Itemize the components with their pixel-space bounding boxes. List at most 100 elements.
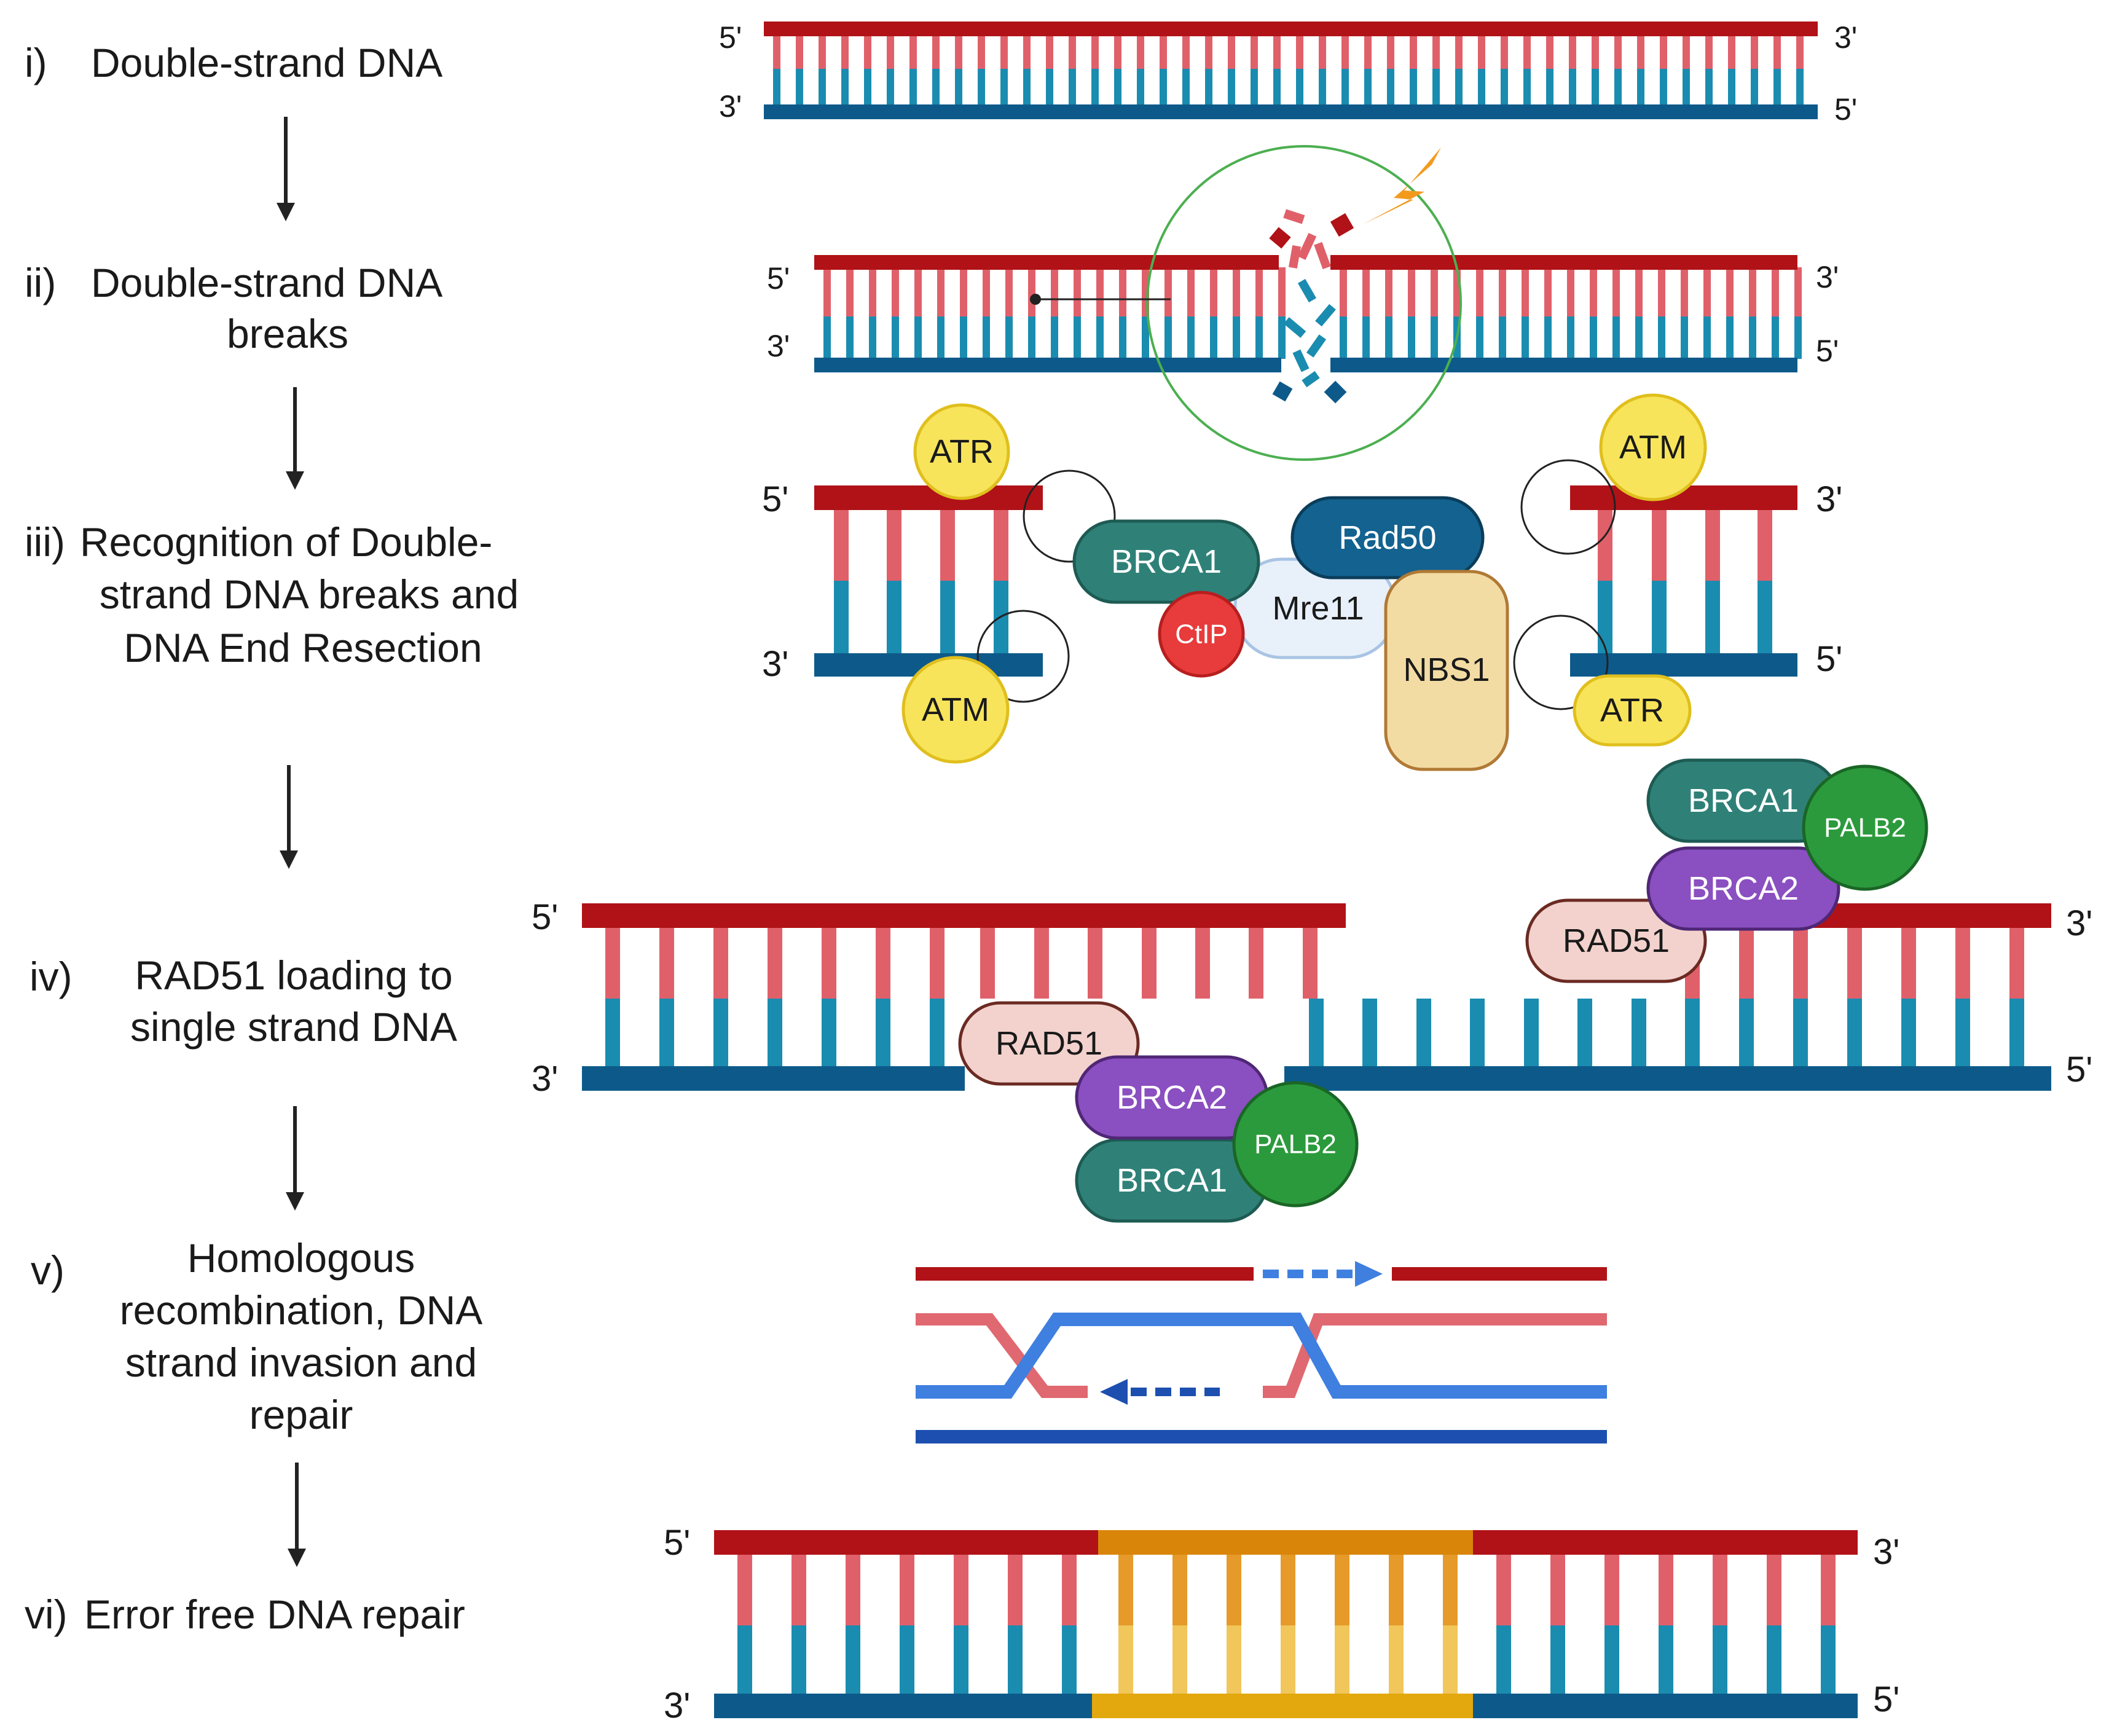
panel-2-dsb: 5' 3' 3' 5' <box>767 145 1839 461</box>
base-pair-bottom <box>1604 1625 1619 1695</box>
base-pair-bottom <box>1278 316 1286 359</box>
base-pair-bottom <box>1160 69 1167 106</box>
base-pair-bottom <box>978 69 985 106</box>
base-pair-bottom <box>1227 1625 1241 1695</box>
base-pair-bottom <box>1210 316 1217 359</box>
base-pair-bottom <box>1590 316 1597 359</box>
base-pair-top <box>1000 34 1008 69</box>
base-pair-top <box>1385 267 1392 316</box>
base-pair-bottom <box>1703 316 1711 359</box>
base-pair-top <box>1273 34 1281 69</box>
panel-1-bottom-right-end: 5' <box>1834 92 1857 127</box>
base-pair-bottom <box>1726 316 1734 359</box>
base-pair-top <box>1296 34 1303 69</box>
base-pair-bottom <box>1340 316 1347 359</box>
base-pair-bottom <box>1658 316 1665 359</box>
base-pair-top <box>1749 267 1756 316</box>
base-pair-top <box>1598 507 1612 581</box>
base-pair-top <box>1137 34 1144 69</box>
base-pair-top <box>1432 34 1440 69</box>
base-pair-top <box>1051 267 1058 316</box>
rad50-label: Rad50 <box>1338 519 1436 556</box>
step-1-number: i) <box>25 40 47 85</box>
base-pair-bottom <box>1728 69 1735 106</box>
base-pair-bottom <box>605 999 620 1068</box>
base-pair-top <box>1096 267 1104 316</box>
step-4-line-1: RAD51 loading to <box>135 952 452 998</box>
base-pair-top <box>1772 267 1779 316</box>
base-pair-bottom <box>1281 1625 1295 1695</box>
panel-6-top-strand-right <box>1473 1530 1858 1555</box>
base-pair-top <box>1389 1552 1404 1625</box>
base-pair-bottom <box>1062 1625 1077 1695</box>
step-5-line-2: recombination, DNA <box>120 1287 483 1333</box>
base-pair-top <box>1335 1552 1349 1625</box>
base-pair-bottom <box>1705 581 1720 654</box>
base-pair-top <box>876 925 890 999</box>
step-5-line-4: repair <box>249 1392 353 1437</box>
lower-rad51-complex: RAD51 BRCA1 BRCA2 PALB2 <box>958 1001 1359 1223</box>
right-dna-end: ATM ATR 3' 5' <box>1513 393 1842 747</box>
base-pair-bottom <box>937 316 945 359</box>
base-pair-bottom <box>1659 1625 1673 1695</box>
base-pair-top <box>1496 1552 1511 1625</box>
base-pair-bottom <box>1091 69 1099 106</box>
base-pair-bottom <box>1749 316 1756 359</box>
synthesis-arrowhead-top <box>1355 1261 1383 1287</box>
base-pair-bottom <box>1205 69 1212 106</box>
base-pair-top <box>887 34 894 69</box>
base-pair-bottom <box>1598 581 1612 654</box>
base-pair-bottom <box>932 69 940 106</box>
mrn-complex: Mre11 BRCA1 Rad50 CtIP NBS1 <box>1072 496 1509 771</box>
base-pair-top <box>1443 1552 1458 1625</box>
base-pair-bottom <box>659 999 674 1068</box>
base-pair-bottom <box>1164 316 1172 359</box>
lightning-icon <box>1363 147 1441 224</box>
base-pair-bottom <box>940 581 955 654</box>
step-5-line-1: Homologous <box>187 1235 415 1281</box>
base-pair-bottom <box>823 316 831 359</box>
base-pair-top <box>955 34 962 69</box>
base-pair-bottom <box>1142 316 1149 359</box>
base-pair-bottom <box>1901 999 1916 1068</box>
base-pair-bottom <box>1773 69 1781 106</box>
invading-red-left <box>916 1313 1088 1398</box>
panel-3-left-top-end: 5' <box>762 479 788 519</box>
base-pair-top <box>1046 34 1053 69</box>
base-pair-bottom <box>1793 999 1808 1068</box>
base-pair-bottom <box>1273 69 1281 106</box>
panel-6-repaired-dna: 5' 3' 3' 5' <box>664 1523 1899 1726</box>
base-pair-bottom <box>1614 69 1622 106</box>
base-pair-bottom <box>1705 69 1713 106</box>
base-pair-top <box>1210 267 1217 316</box>
base-pair-bottom <box>1051 316 1058 359</box>
base-pair-top <box>1341 34 1349 69</box>
base-pair-top <box>1478 34 1485 69</box>
base-pair-top <box>1728 34 1735 69</box>
base-pair-top <box>1114 34 1121 69</box>
base-pair-top <box>1319 34 1326 69</box>
base-pair-bottom <box>1713 1625 1727 1695</box>
base-pair-bottom <box>1660 69 1667 106</box>
base-pair-top <box>1255 267 1263 316</box>
base-pair-top <box>1660 34 1667 69</box>
base-pair-bottom <box>1544 316 1552 359</box>
base-pair-top <box>1522 267 1529 316</box>
base-pair-bottom <box>1955 999 1970 1068</box>
base-pair-top <box>1726 267 1734 316</box>
panel-2-top-right-end: 3' <box>1816 260 1839 294</box>
base-pair-bottom <box>1074 316 1081 359</box>
rad51-upper: RAD51 <box>1525 898 1707 983</box>
base-pair-top <box>1901 925 1916 999</box>
base-pair-bottom <box>773 69 780 106</box>
base-pair-top <box>819 34 826 69</box>
panel-1-intact-dna: 5' 3' 3' 5' <box>719 20 1857 127</box>
base-pair-top <box>960 267 967 316</box>
base-pair-bottom <box>1255 316 1263 359</box>
base-pair-bottom <box>1796 69 1804 106</box>
base-pair-bottom <box>914 316 922 359</box>
base-pair-bottom <box>930 999 945 1068</box>
base-pair-top <box>1796 34 1804 69</box>
base-pair-bottom <box>1069 69 1076 106</box>
base-pair-top <box>846 1552 860 1625</box>
